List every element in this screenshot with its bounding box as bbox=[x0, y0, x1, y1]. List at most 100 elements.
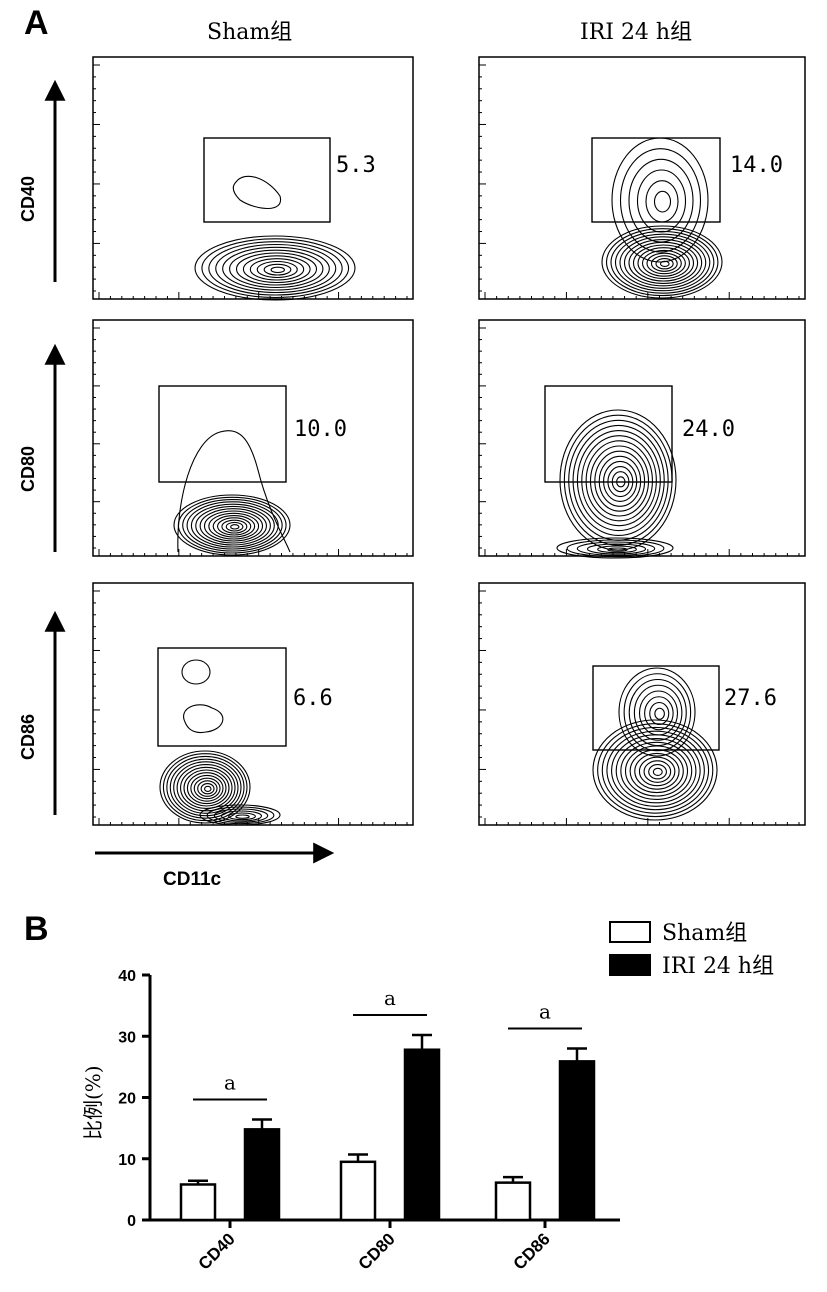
contour-iri-cd40 bbox=[614, 233, 711, 292]
contour-iri-cd80 bbox=[576, 430, 661, 532]
flow-plots bbox=[92, 56, 806, 826]
legend-label-sham: Sham组 bbox=[662, 921, 747, 946]
contour-sham-cd80 bbox=[173, 494, 291, 556]
contour-iri-cd40 bbox=[646, 252, 682, 275]
contour-iri-cd80 bbox=[559, 409, 677, 551]
gate-iri-cd86 bbox=[592, 665, 720, 751]
contour-sham-cd40 bbox=[215, 243, 337, 294]
y-tick-label: 40 bbox=[118, 968, 136, 985]
contour-iri-cd80 bbox=[581, 435, 657, 527]
contour-sham-cd86 bbox=[199, 804, 281, 826]
flow-plot-iri-cd80 bbox=[478, 319, 806, 557]
contour-sham-cd86 bbox=[190, 774, 224, 802]
row-cd40-axis: CD40 bbox=[18, 79, 66, 282]
contour-sham-cd80 bbox=[212, 515, 256, 538]
contour-density bbox=[159, 137, 723, 826]
contour-iri-cd40 bbox=[619, 236, 707, 289]
contour-iri-cd40 bbox=[650, 255, 678, 272]
flow-plot-sham-cd80 bbox=[92, 319, 414, 557]
contour-iri-cd86 bbox=[628, 678, 687, 747]
contour-iri-cd80 bbox=[586, 543, 647, 555]
legend-label-iri: IRI 24 h组 bbox=[662, 954, 774, 979]
contour-iri-cd86 bbox=[615, 738, 697, 804]
contour-iri-cd40 bbox=[637, 247, 690, 280]
contour-iri-cd80 bbox=[607, 547, 628, 552]
flow-plot-iri-cd40 bbox=[478, 56, 806, 300]
contour-sham-cd80 bbox=[199, 508, 267, 544]
contour-iri-cd86 bbox=[592, 719, 718, 821]
y-tick-label: 20 bbox=[118, 1091, 136, 1108]
contour-sham-cd80 bbox=[208, 512, 260, 540]
contour-sham-cd86 bbox=[173, 761, 239, 814]
bar-cd80-sham bbox=[339, 1160, 377, 1222]
x-axis-label-cd11c: CD11c bbox=[163, 869, 222, 890]
significance-label: a bbox=[539, 1000, 551, 1024]
gate-pct-sham-cd40: 5.3 bbox=[336, 153, 376, 178]
contour-iri-cd80 bbox=[576, 541, 656, 556]
gate-pct-sham-cd86: 6.6 bbox=[293, 686, 333, 711]
contour-iri-cd80 bbox=[566, 539, 665, 558]
bar-cd40-sham bbox=[179, 1183, 217, 1222]
contour-iri-cd80 bbox=[568, 419, 669, 541]
contour-sham-cd86 bbox=[213, 808, 269, 823]
contour-sham-cd40 bbox=[229, 249, 324, 289]
contour-iri-cd86 bbox=[618, 667, 696, 757]
gate-percentages: 5.3 14.0 10.0 24.0 6.6 27.6 bbox=[293, 153, 783, 711]
contour-sham-cd40 bbox=[270, 266, 285, 274]
significance-label: a bbox=[384, 986, 396, 1010]
x-category-cd80: CD80 bbox=[355, 1229, 399, 1273]
contour-sham-cd80 bbox=[217, 517, 252, 536]
panel-b-label: B bbox=[24, 910, 49, 948]
contour-iri-cd40 bbox=[611, 137, 709, 263]
contour-sham-cd80 bbox=[195, 505, 271, 546]
contour-sham-cd86 bbox=[176, 764, 236, 812]
contour-iri-cd80 bbox=[594, 450, 646, 512]
row-label-cd80: CD80 bbox=[18, 446, 38, 492]
bar-cd86-iri bbox=[558, 1060, 596, 1222]
legend-swatch-iri bbox=[609, 954, 651, 976]
contour-sham-cd86 bbox=[181, 659, 211, 685]
contour-sham-cd80 bbox=[177, 430, 291, 553]
contour-sham-cd86 bbox=[193, 777, 221, 800]
contour-iri-cd80 bbox=[572, 424, 665, 536]
contour-iri-cd86 bbox=[623, 673, 692, 752]
y-tick-label: 0 bbox=[127, 1213, 136, 1230]
contour-sham-cd86 bbox=[169, 758, 242, 817]
contour-iri-cd40 bbox=[619, 148, 702, 253]
contour-sham-cd86 bbox=[162, 753, 248, 822]
contour-iri-cd40 bbox=[610, 230, 715, 294]
contour-sham-cd40 bbox=[256, 260, 298, 279]
contour-sham-cd40 bbox=[201, 238, 350, 299]
contour-sham-cd80 bbox=[182, 499, 283, 552]
contour-sham-cd86 bbox=[204, 785, 212, 792]
gate-sham-cd80 bbox=[158, 385, 287, 483]
contour-iri-cd86 bbox=[633, 684, 683, 741]
contour-sham-cd40 bbox=[208, 241, 343, 296]
contour-iri-cd40 bbox=[623, 239, 703, 287]
contour-sham-cd40 bbox=[235, 252, 318, 286]
bars bbox=[179, 1033, 596, 1222]
contour-iri-cd40 bbox=[636, 169, 687, 233]
significance-marks: aaa bbox=[193, 986, 582, 1101]
contour-iri-cd40 bbox=[601, 225, 723, 299]
column-title-sham: Sham组 bbox=[207, 20, 293, 45]
contour-sham-cd86 bbox=[183, 769, 230, 807]
contour-sham-cd80 bbox=[225, 521, 244, 532]
contour-iri-cd40 bbox=[653, 190, 672, 213]
contour-sham-cd40 bbox=[232, 175, 281, 209]
flow-plot-iri-cd86 bbox=[478, 582, 806, 826]
flow-plot-ticks bbox=[93, 64, 800, 825]
contour-iri-cd40 bbox=[632, 244, 695, 282]
contour-iri-cd40 bbox=[628, 241, 699, 284]
flow-plot-sham-cd40 bbox=[92, 56, 414, 300]
contour-iri-cd86 bbox=[606, 730, 705, 811]
gates bbox=[157, 137, 721, 751]
legend: Sham组 IRI 24 h组 bbox=[609, 921, 774, 979]
contour-iri-cd80 bbox=[585, 440, 653, 522]
gate-sham-cd86 bbox=[157, 647, 287, 747]
contour-sham-cd80 bbox=[203, 510, 264, 542]
contour-sham-cd86 bbox=[180, 766, 233, 809]
row-cd80-axis: CD80 bbox=[18, 343, 66, 552]
contour-sham-cd80 bbox=[221, 519, 248, 534]
